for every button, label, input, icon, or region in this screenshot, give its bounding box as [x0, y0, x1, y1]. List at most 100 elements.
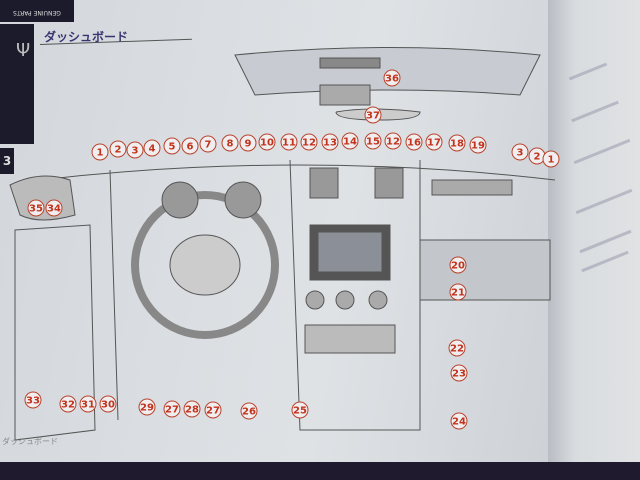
callout-21: 21: [449, 283, 467, 301]
callout-circle: [163, 400, 181, 418]
running-title: ダッシュボード: [2, 437, 58, 446]
callout-24: 24: [450, 412, 468, 430]
callout-number: 25: [293, 406, 307, 417]
callout-number: 34: [47, 204, 61, 215]
callout-circle: [405, 133, 423, 151]
callout-14: 14: [341, 132, 359, 150]
callout-20: 20: [449, 256, 467, 274]
callout-number: 35: [29, 204, 43, 215]
callout-circle: [109, 140, 127, 158]
trident-logo-icon: Ψ: [16, 40, 31, 61]
callout-circle: [384, 132, 402, 150]
callout-7: 7: [199, 135, 217, 153]
callout-2: 2: [109, 140, 127, 158]
callout-12: 12: [300, 133, 318, 151]
callout-25: 25: [291, 401, 309, 419]
callout-10: 10: [258, 133, 276, 151]
callout-number: 32: [61, 400, 75, 411]
callout-circle: [448, 134, 466, 152]
callout-circle: [163, 137, 181, 155]
callout-circle: [341, 132, 359, 150]
side-tab: [0, 24, 34, 144]
callout-circle: [469, 136, 487, 154]
callout-number: 15: [366, 137, 380, 148]
right-page: [548, 0, 640, 480]
callout-circle: [126, 141, 144, 159]
callout-circle: [449, 283, 467, 301]
section-title: ダッシュボード: [44, 30, 129, 44]
callout-number: 33: [26, 396, 40, 407]
callout-circle: [239, 134, 257, 152]
callout-3: 3: [126, 141, 144, 159]
callout-number: 1: [97, 148, 104, 159]
callout-circle: [449, 256, 467, 274]
callout-circle: [258, 133, 276, 151]
callout-circle: [91, 143, 109, 161]
callout-3: 3: [511, 143, 529, 161]
callout-number: 7: [205, 140, 212, 151]
callout-circle: [448, 339, 466, 357]
callout-9: 9: [239, 134, 257, 152]
callout-number: 17: [427, 138, 441, 149]
callout-number: 4: [149, 144, 156, 155]
callout-circle: [240, 402, 258, 420]
callout-circle: [59, 395, 77, 413]
dashboard-sketch: [9, 47, 556, 441]
callout-18: 18: [448, 134, 466, 152]
callout-circle: [511, 143, 529, 161]
callout-12: 12: [384, 132, 402, 150]
callout-35: 35: [27, 199, 45, 217]
callout-number: 5: [169, 142, 176, 153]
callout-30: 30: [99, 395, 117, 413]
callout-number: 14: [343, 137, 357, 148]
callout-number: 11: [282, 138, 296, 149]
callout-circle: [45, 199, 63, 217]
callout-6: 6: [181, 137, 199, 155]
table-surface: [0, 462, 640, 480]
callout-number: 2: [534, 152, 541, 163]
callout-circle: [425, 133, 443, 151]
callout-number: 26: [242, 407, 256, 418]
callout-number: 29: [140, 403, 154, 414]
callout-29: 29: [138, 398, 156, 416]
callout-number: 24: [452, 417, 466, 428]
callout-5: 5: [163, 137, 181, 155]
callout-number: 23: [452, 369, 466, 380]
callout-circle: [383, 69, 401, 87]
callout-circle: [300, 133, 318, 151]
callout-13: 13: [321, 133, 339, 151]
callout-circle: [221, 134, 239, 152]
callout-circle: [364, 132, 382, 150]
callout-15: 15: [364, 132, 382, 150]
callout-number: 28: [185, 405, 199, 416]
callout-circle: [99, 395, 117, 413]
callout-number: 12: [302, 138, 316, 149]
callout-number: 13: [323, 138, 337, 149]
callout-number: 36: [385, 74, 399, 85]
callout-number: 30: [101, 400, 115, 411]
callout-33: 33: [24, 391, 42, 409]
callout-19: 19: [469, 136, 487, 154]
callout-circle: [143, 139, 161, 157]
callout-number: 31: [81, 400, 95, 411]
callout-number: 1: [548, 155, 555, 166]
callout-number: 3: [517, 148, 524, 159]
callout-number: 22: [450, 344, 464, 355]
callout-22: 22: [448, 339, 466, 357]
callout-4: 4: [143, 139, 161, 157]
callout-31: 31: [79, 395, 97, 413]
callout-28: 28: [183, 400, 201, 418]
callout-36: 36: [383, 69, 401, 87]
callout-17: 17: [425, 133, 443, 151]
callout-circle: [450, 412, 468, 430]
callout-number: 8: [227, 139, 234, 150]
callout-23: 23: [450, 364, 468, 382]
callout-16: 16: [405, 133, 423, 151]
callout-27: 27: [204, 401, 222, 419]
callout-circle: [321, 133, 339, 151]
callout-37: 37: [364, 106, 382, 124]
callout-34: 34: [45, 199, 63, 217]
callout-circle: [364, 106, 382, 124]
callout-circle: [183, 400, 201, 418]
